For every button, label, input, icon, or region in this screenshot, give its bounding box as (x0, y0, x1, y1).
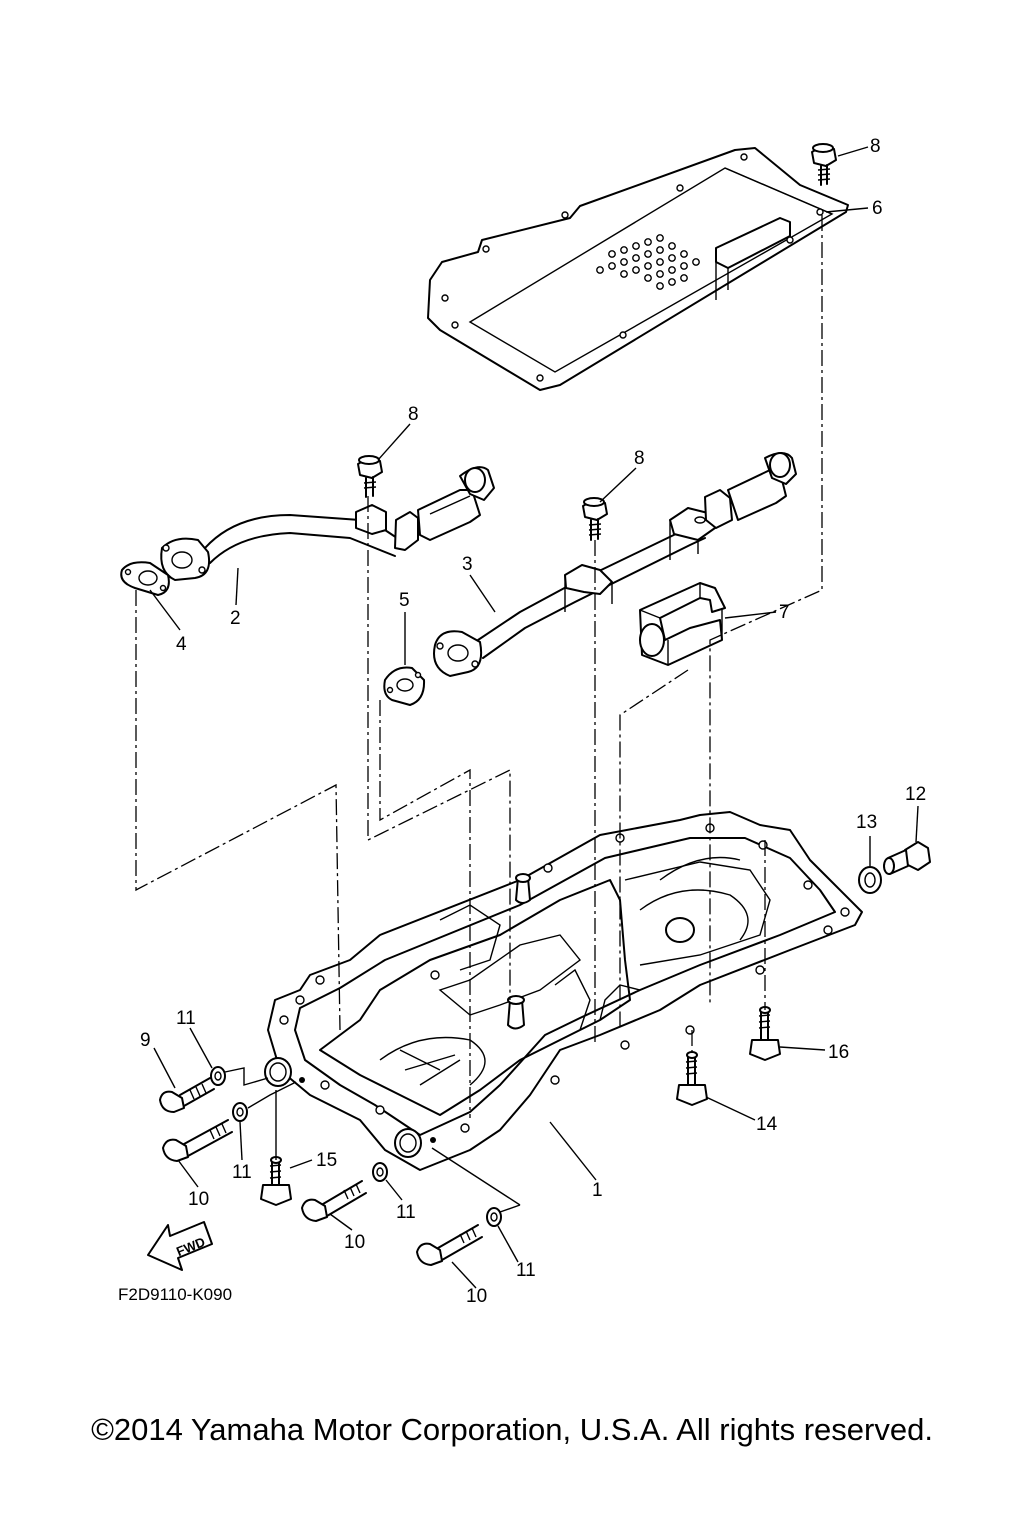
bolt-8-top (811, 143, 837, 186)
strainer-cover-plate (427, 147, 849, 391)
callout-13: 13 (856, 812, 877, 833)
oil-pan-1 (264, 811, 863, 1171)
oil-pipe-2 (160, 466, 495, 581)
gasket-5 (383, 666, 426, 706)
washer-11-c (372, 1162, 388, 1182)
strainer-perforations (596, 234, 700, 290)
copyright-notice: ©2014 Yamaha Motor Corporation, U.S.A. A… (91, 1412, 933, 1447)
callout-9: 9 (140, 1030, 151, 1051)
assembly-lines (135, 215, 823, 1118)
callout-11: 11 (396, 1202, 416, 1223)
callout-15: 15 (316, 1150, 337, 1171)
bolt-15 (260, 1156, 292, 1206)
bracket-7 (639, 582, 726, 666)
bolt-16 (749, 1006, 781, 1061)
bolt-9 (159, 1077, 215, 1113)
callout-3: 3 (462, 554, 473, 575)
callout-12: 12 (905, 784, 926, 805)
callout-5: 5 (399, 590, 410, 611)
callout-8: 8 (870, 136, 881, 157)
callout-7: 7 (779, 602, 790, 623)
callout-8: 8 (408, 404, 419, 425)
drain-bolt-12 (883, 841, 931, 875)
callout-11: 11 (232, 1162, 252, 1183)
callout-10: 10 (188, 1189, 209, 1210)
callout-4: 4 (176, 634, 187, 655)
washer-11-b (232, 1102, 248, 1122)
bolt-14 (676, 1051, 708, 1106)
bolt-10-middle (301, 1180, 367, 1222)
fwd-arrow-icon: FWD (147, 1221, 213, 1271)
callout-16: 16 (828, 1042, 849, 1063)
diagram-part-code: F2D9110-K090 (118, 1285, 232, 1304)
washer-11-d (486, 1207, 502, 1227)
washer-13 (858, 866, 882, 894)
washer-11-a (210, 1066, 226, 1086)
callout-8: 8 (634, 448, 645, 469)
bolt-8-right (582, 497, 608, 541)
bolt-8-left (357, 455, 383, 498)
callout-10: 10 (466, 1286, 487, 1307)
callout-1: 1 (592, 1180, 603, 1201)
gasket-4 (120, 561, 170, 596)
oil-pipe-3 (433, 452, 797, 677)
callout-6: 6 (872, 198, 883, 219)
callout-11: 11 (176, 1008, 196, 1029)
callout-labels: 8 6 8 8 3 2 4 5 7 12 13 11 9 16 14 11 10… (140, 136, 926, 1307)
callout-10: 10 (344, 1232, 365, 1253)
bolt-10-left (162, 1119, 233, 1162)
leader-lines (149, 146, 919, 1289)
callout-2: 2 (230, 608, 241, 629)
bolt-10-right (416, 1224, 483, 1266)
callout-11: 11 (516, 1260, 536, 1281)
callout-14: 14 (756, 1114, 778, 1135)
